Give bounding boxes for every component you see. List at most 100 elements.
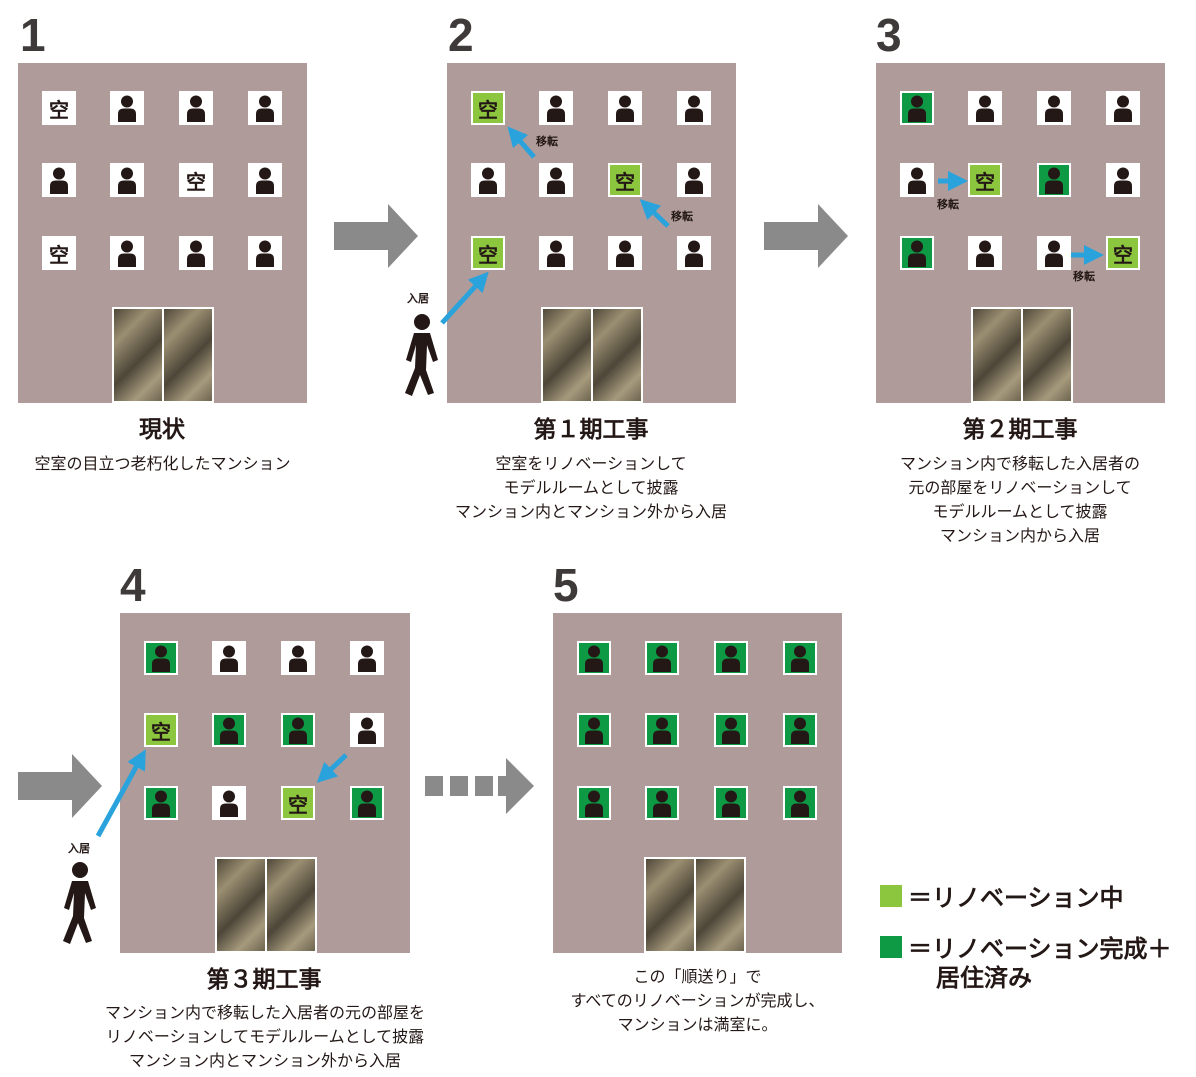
person-icon	[908, 240, 926, 267]
person-icon	[976, 240, 994, 267]
legend-completed-label: ＝リノベーション完成＋	[908, 935, 1172, 963]
occupied-window-s2-r2-c4	[677, 163, 711, 197]
completed-window-s5-r1-c2	[645, 641, 679, 675]
occupied-window-s1-r1-c3	[179, 91, 213, 125]
move-arrow-4	[316, 753, 348, 783]
renovating-window-s2-r2-c3: 空	[608, 163, 642, 197]
step-arrow-4-5	[425, 758, 534, 814]
person-icon	[585, 645, 603, 672]
completed-window-s5-r2-c3	[714, 713, 748, 747]
completed-window-s5-r1-c1	[577, 641, 611, 675]
person-icon	[653, 717, 671, 744]
step-1-title: 現状	[139, 417, 185, 443]
occupied-window-s2-r3-c3	[608, 236, 642, 270]
completed-window-s5-r3-c1	[577, 786, 611, 820]
person-icon	[256, 95, 274, 122]
person-icon	[256, 240, 274, 267]
move-label-3b: 移転	[1073, 270, 1095, 283]
legend-completed-label-2: 居住済み	[936, 964, 1032, 992]
step-2-desc: 空室をリノベーションしてモデルルームとして披露マンション内とマンション外から入居	[454, 454, 727, 521]
person-icon	[187, 95, 205, 122]
step-5-number: 5	[553, 559, 579, 611]
person-icon	[616, 95, 634, 122]
person-icon	[653, 790, 671, 817]
occupied-window-s2-r1-c3	[608, 91, 642, 125]
person-icon	[1045, 240, 1063, 267]
person-icon	[722, 645, 740, 672]
step-arrow-2-3	[764, 204, 848, 268]
person-icon	[585, 717, 603, 744]
legend-renovating: ＝リノベーション中	[880, 878, 1124, 913]
person-icon	[791, 717, 809, 744]
legend-swatch-completed	[880, 935, 902, 958]
person-icon	[685, 240, 703, 267]
renovating-window-s2-r1-c1: 空	[471, 91, 505, 125]
step-arrow-3-4	[18, 754, 102, 818]
completed-window-s5-r2-c4	[783, 713, 817, 747]
move-arrow-2b	[639, 199, 670, 228]
occupied-window-s4-r1-c3	[281, 641, 315, 675]
person-icon	[289, 717, 307, 744]
step-3-desc: マンション内で移転した入居者の元の部屋をリノベーションしてモデルルームとして披露…	[899, 454, 1140, 545]
occupied-window-s1-r1-c2	[110, 91, 144, 125]
occupied-window-s1-r3-c2	[110, 236, 144, 270]
step-4-title: 第３期工事	[206, 967, 322, 993]
entrance-door-2	[541, 307, 643, 403]
person-icon	[1114, 95, 1132, 122]
completed-window-s5-r2-c1	[577, 713, 611, 747]
completed-window-s3-r1-c1	[900, 91, 934, 125]
step-1-number: 1	[20, 9, 46, 61]
completed-window-s5-r3-c4	[783, 786, 817, 820]
occupied-window-s4-r3-c2	[212, 786, 246, 820]
person-icon	[685, 167, 703, 194]
occupied-window-s1-r3-c4	[248, 236, 282, 270]
completed-window-s5-r1-c3	[714, 641, 748, 675]
completed-window-s4-r3-c4	[350, 786, 384, 820]
step-2-title: 第１期工事	[533, 417, 649, 443]
completed-window-s5-r3-c3	[714, 786, 748, 820]
occupied-window-s1-r2-c4	[248, 163, 282, 197]
person-icon	[358, 645, 376, 672]
legend-completed-line2: 居住済み	[936, 958, 1032, 993]
person-icon	[289, 645, 307, 672]
entrance-door-3	[971, 307, 1073, 403]
vacant-window-s1-r1-c1: 空	[42, 91, 76, 125]
step-3-number: 3	[876, 9, 902, 61]
occupied-window-s3-r3-c3	[1037, 236, 1071, 270]
person-icon	[220, 717, 238, 744]
completed-window-s3-r2-c3	[1037, 163, 1071, 197]
completed-window-s4-r2-c2	[212, 713, 246, 747]
person-icon	[616, 240, 634, 267]
person-icon	[791, 790, 809, 817]
completed-window-s5-r1-c4	[783, 641, 817, 675]
person-icon	[220, 645, 238, 672]
renovating-window-s2-r3-c1: 空	[471, 236, 505, 270]
walking-person-icon	[405, 314, 438, 396]
renovating-window-s3-r3-c4: 空	[1106, 236, 1140, 270]
occupied-window-s2-r2-c2	[539, 163, 573, 197]
person-icon	[256, 167, 274, 194]
occupied-window-s2-r1-c4	[677, 91, 711, 125]
person-icon	[685, 95, 703, 122]
person-icon	[358, 717, 376, 744]
legend-renovating-label: ＝リノベーション中	[908, 884, 1124, 912]
occupied-window-s2-r3-c4	[677, 236, 711, 270]
person-icon	[152, 790, 170, 817]
person-icon	[118, 95, 136, 122]
vacant-window-s1-r3-c1: 空	[42, 236, 76, 270]
legend-completed: ＝リノベーション完成＋	[880, 929, 1172, 964]
occupied-window-s3-r2-c4	[1106, 163, 1140, 197]
step-1-desc: 空室の目立つ老朽化したマンション	[34, 454, 291, 473]
occupied-window-s3-r1-c3	[1037, 91, 1071, 125]
step-3-title: 第２期工事	[962, 417, 1078, 443]
occupied-window-s4-r2-c4	[350, 713, 384, 747]
person-icon	[118, 167, 136, 194]
entrance-door-5	[644, 857, 746, 953]
step-arrow-1-2	[334, 204, 418, 268]
person-icon	[908, 167, 926, 194]
occupied-window-s2-r2-c1	[471, 163, 505, 197]
renovating-window-s4-r3-c3: 空	[281, 786, 315, 820]
completed-window-s5-r3-c2	[645, 786, 679, 820]
completed-window-s4-r2-c3	[281, 713, 315, 747]
